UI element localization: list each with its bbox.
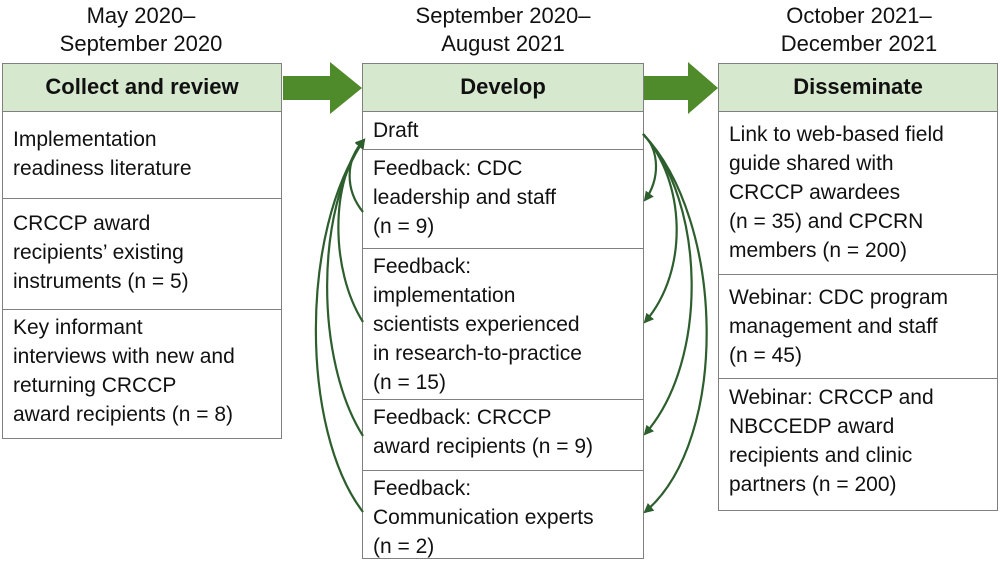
collect-list: Implementation readiness literature CRCC…: [2, 111, 282, 439]
list-item: Feedback: Communication experts (n = 2): [373, 477, 594, 558]
arrow-communication-to-draft: [314, 138, 366, 513]
disseminate-list: Link to web-based field guide shared wit…: [718, 111, 998, 511]
list-item: Webinar: CRCCP and NBCCEDP award recipie…: [729, 386, 934, 496]
list-item: Draft: [363, 112, 643, 150]
arrow-recipients-to-draft: [326, 138, 366, 437]
list-item: Feedback: implementation scientists expe…: [363, 249, 643, 400]
arrow-draft-to-cdc: [642, 133, 658, 202]
develop-list: Draft Feedback: CDC leadership and staff…: [362, 111, 644, 559]
list-item: Key informant interviews with new and re…: [13, 316, 235, 426]
arrow-draft-to-recipients: [642, 133, 693, 436]
arrow-develop-to-disseminate: [644, 62, 718, 114]
list-item: Implementation readiness literature: [3, 112, 281, 199]
header-collect-and-review: Collect and review: [2, 63, 282, 112]
list-item: Link to web-based field guide shared wit…: [719, 112, 997, 275]
header-develop: Develop: [362, 63, 644, 112]
list-item: Feedback: CDC leadership and staff (n = …: [363, 150, 643, 249]
arrow-draft-to-scientists: [642, 133, 678, 324]
arrow-draft-to-communication: [642, 133, 708, 514]
header-disseminate: Disseminate: [718, 63, 998, 112]
list-item: Feedback: CRCCP award recipients (n = 9): [363, 400, 643, 471]
period-collect: May 2020– September 2020: [59, 3, 223, 56]
list-item: CRCCP award recipients’ existing instrum…: [3, 199, 281, 310]
arrow-collect-to-develop: [283, 62, 362, 114]
list-item: Webinar: CDC program management and staf…: [719, 275, 997, 379]
period-develop: September 2020– August 2021: [415, 3, 591, 56]
period-disseminate: October 2021– December 2021: [780, 3, 938, 56]
